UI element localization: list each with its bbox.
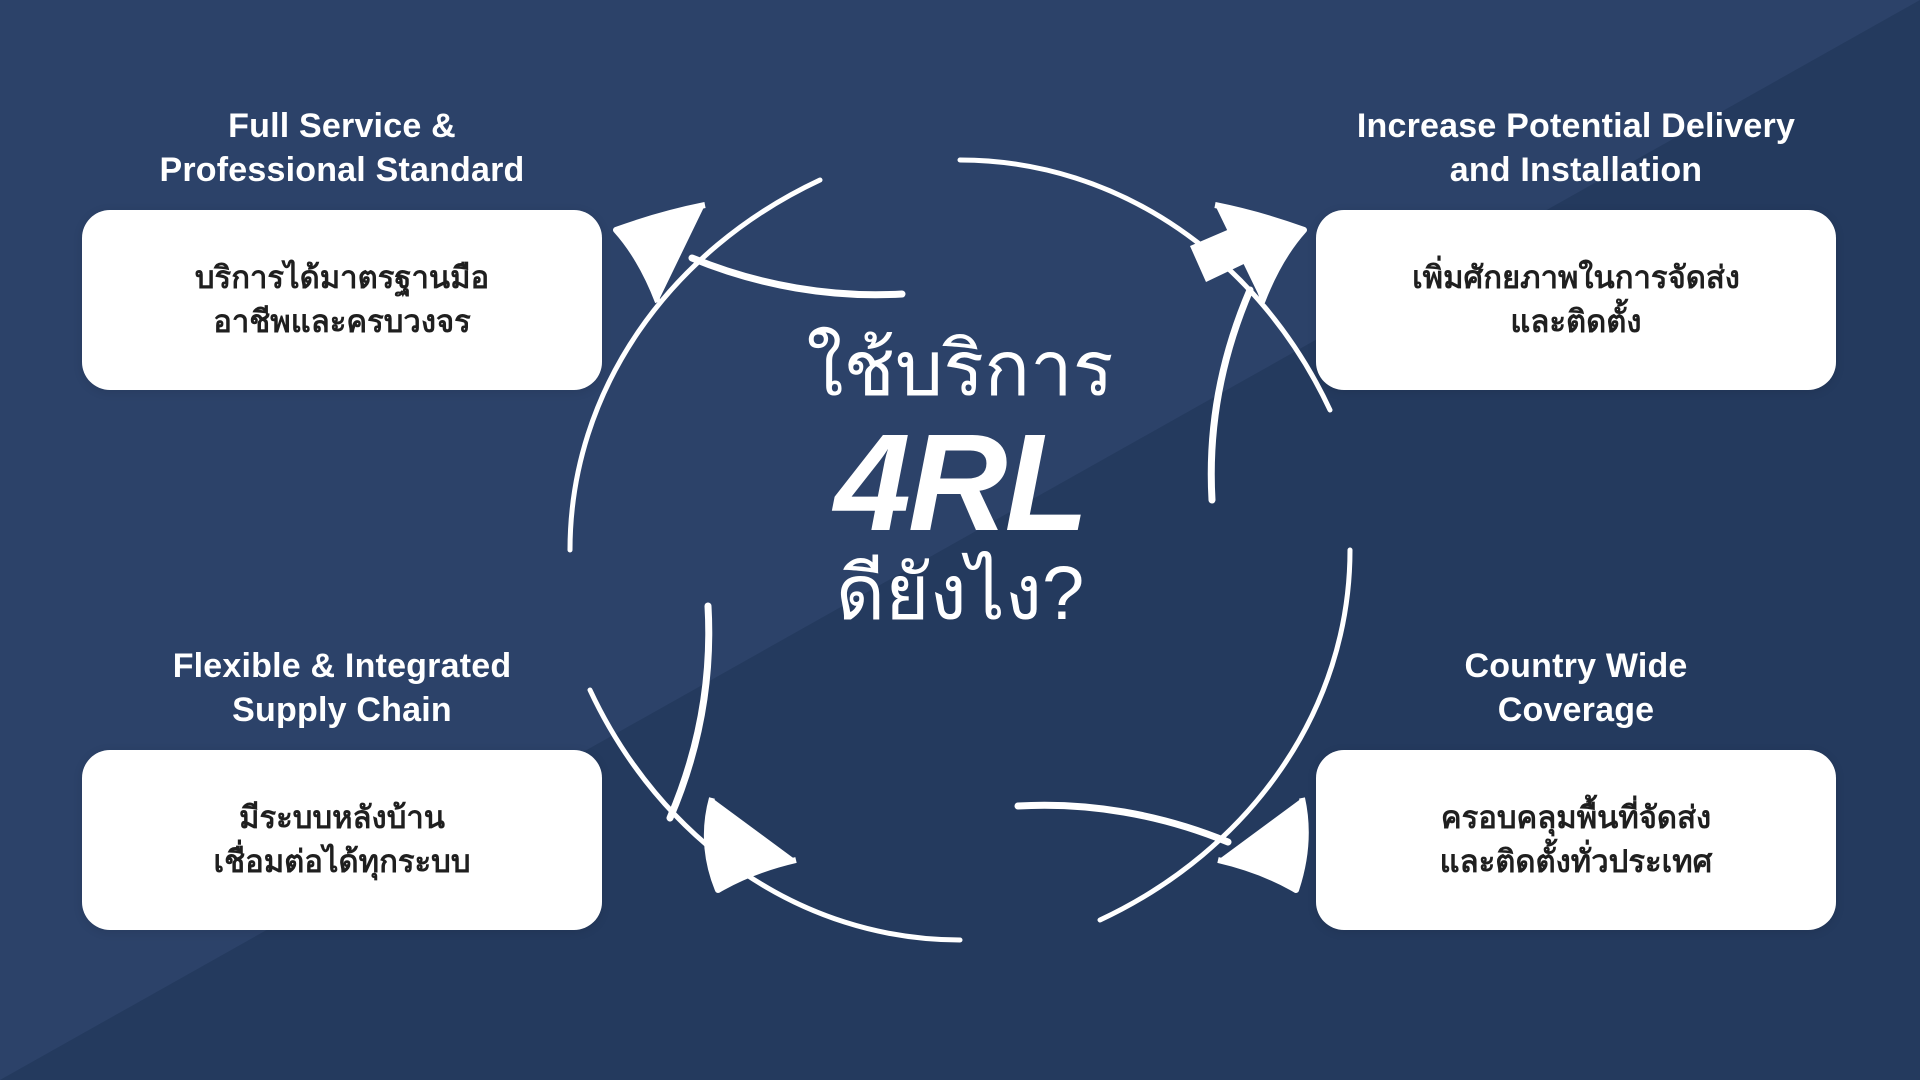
card-line: ครอบคลุมพื้นที่จัดส่ง xyxy=(1440,800,1712,836)
heading-line: Country Wide xyxy=(1464,647,1688,685)
card-line: บริการได้มาตรฐานมือ xyxy=(194,260,490,296)
heading-line: Full Service & xyxy=(228,107,456,145)
arrow-bottom-left xyxy=(587,602,963,943)
card-bottom-left: มีระบบหลังบ้าน เชื่อมต่อได้ทุกระบบ xyxy=(82,750,602,931)
quadrant-heading-top-right: Increase Potential Delivery and Installa… xyxy=(1316,105,1836,192)
heading-line: Supply Chain xyxy=(232,690,452,729)
quadrant-bottom-right: Country Wide Coverage ครอบคลุมพื้นที่จัด… xyxy=(1316,645,1836,931)
quadrant-heading-top-left: Full Service & Professional Standard xyxy=(82,105,602,192)
heading-line: Coverage xyxy=(1497,690,1655,729)
card-top-left: บริการได้มาตรฐานมือ อาชีพและครบวงจร xyxy=(82,210,602,391)
quadrant-heading-bottom-left: Flexible & Integrated Supply Chain xyxy=(82,645,602,732)
arrow-bottom-right xyxy=(1014,547,1353,923)
heading-line: Professional Standard xyxy=(159,150,525,189)
quadrant-top-left: Full Service & Professional Standard บริ… xyxy=(82,105,602,391)
card-line: เพิ่มศักยภาพในการจัดส่ง xyxy=(1412,260,1740,296)
quadrant-heading-bottom-right: Country Wide Coverage xyxy=(1316,645,1836,732)
card-line: อาชีพและครบวงจร xyxy=(213,304,471,340)
quadrant-bottom-left: Flexible & Integrated Supply Chain มีระบ… xyxy=(82,645,602,931)
arrow-top-right xyxy=(957,157,1333,504)
card-line: และติดตั้งทั่วประเทศ xyxy=(1439,844,1713,880)
card-bottom-right: ครอบคลุมพื้นที่จัดส่ง และติดตั้งทั่วประเ… xyxy=(1316,750,1836,931)
heading-line: and Installation xyxy=(1449,150,1703,189)
card-line: และติดตั้ง xyxy=(1510,304,1642,340)
card-top-right: เพิ่มศักยภาพในการจัดส่ง และติดตั้ง xyxy=(1316,210,1836,391)
heading-line: Flexible & Integrated xyxy=(172,647,512,685)
cycle-arrow-ring xyxy=(560,150,1360,950)
quadrant-top-right: Increase Potential Delivery and Installa… xyxy=(1316,105,1836,391)
card-line: เชื่อมต่อได้ทุกระบบ xyxy=(213,844,471,880)
arrow-top-left xyxy=(567,177,906,553)
ring-svg xyxy=(567,157,1353,943)
heading-line: Increase Potential Delivery xyxy=(1356,107,1796,145)
card-line: มีระบบหลังบ้าน xyxy=(239,800,445,836)
